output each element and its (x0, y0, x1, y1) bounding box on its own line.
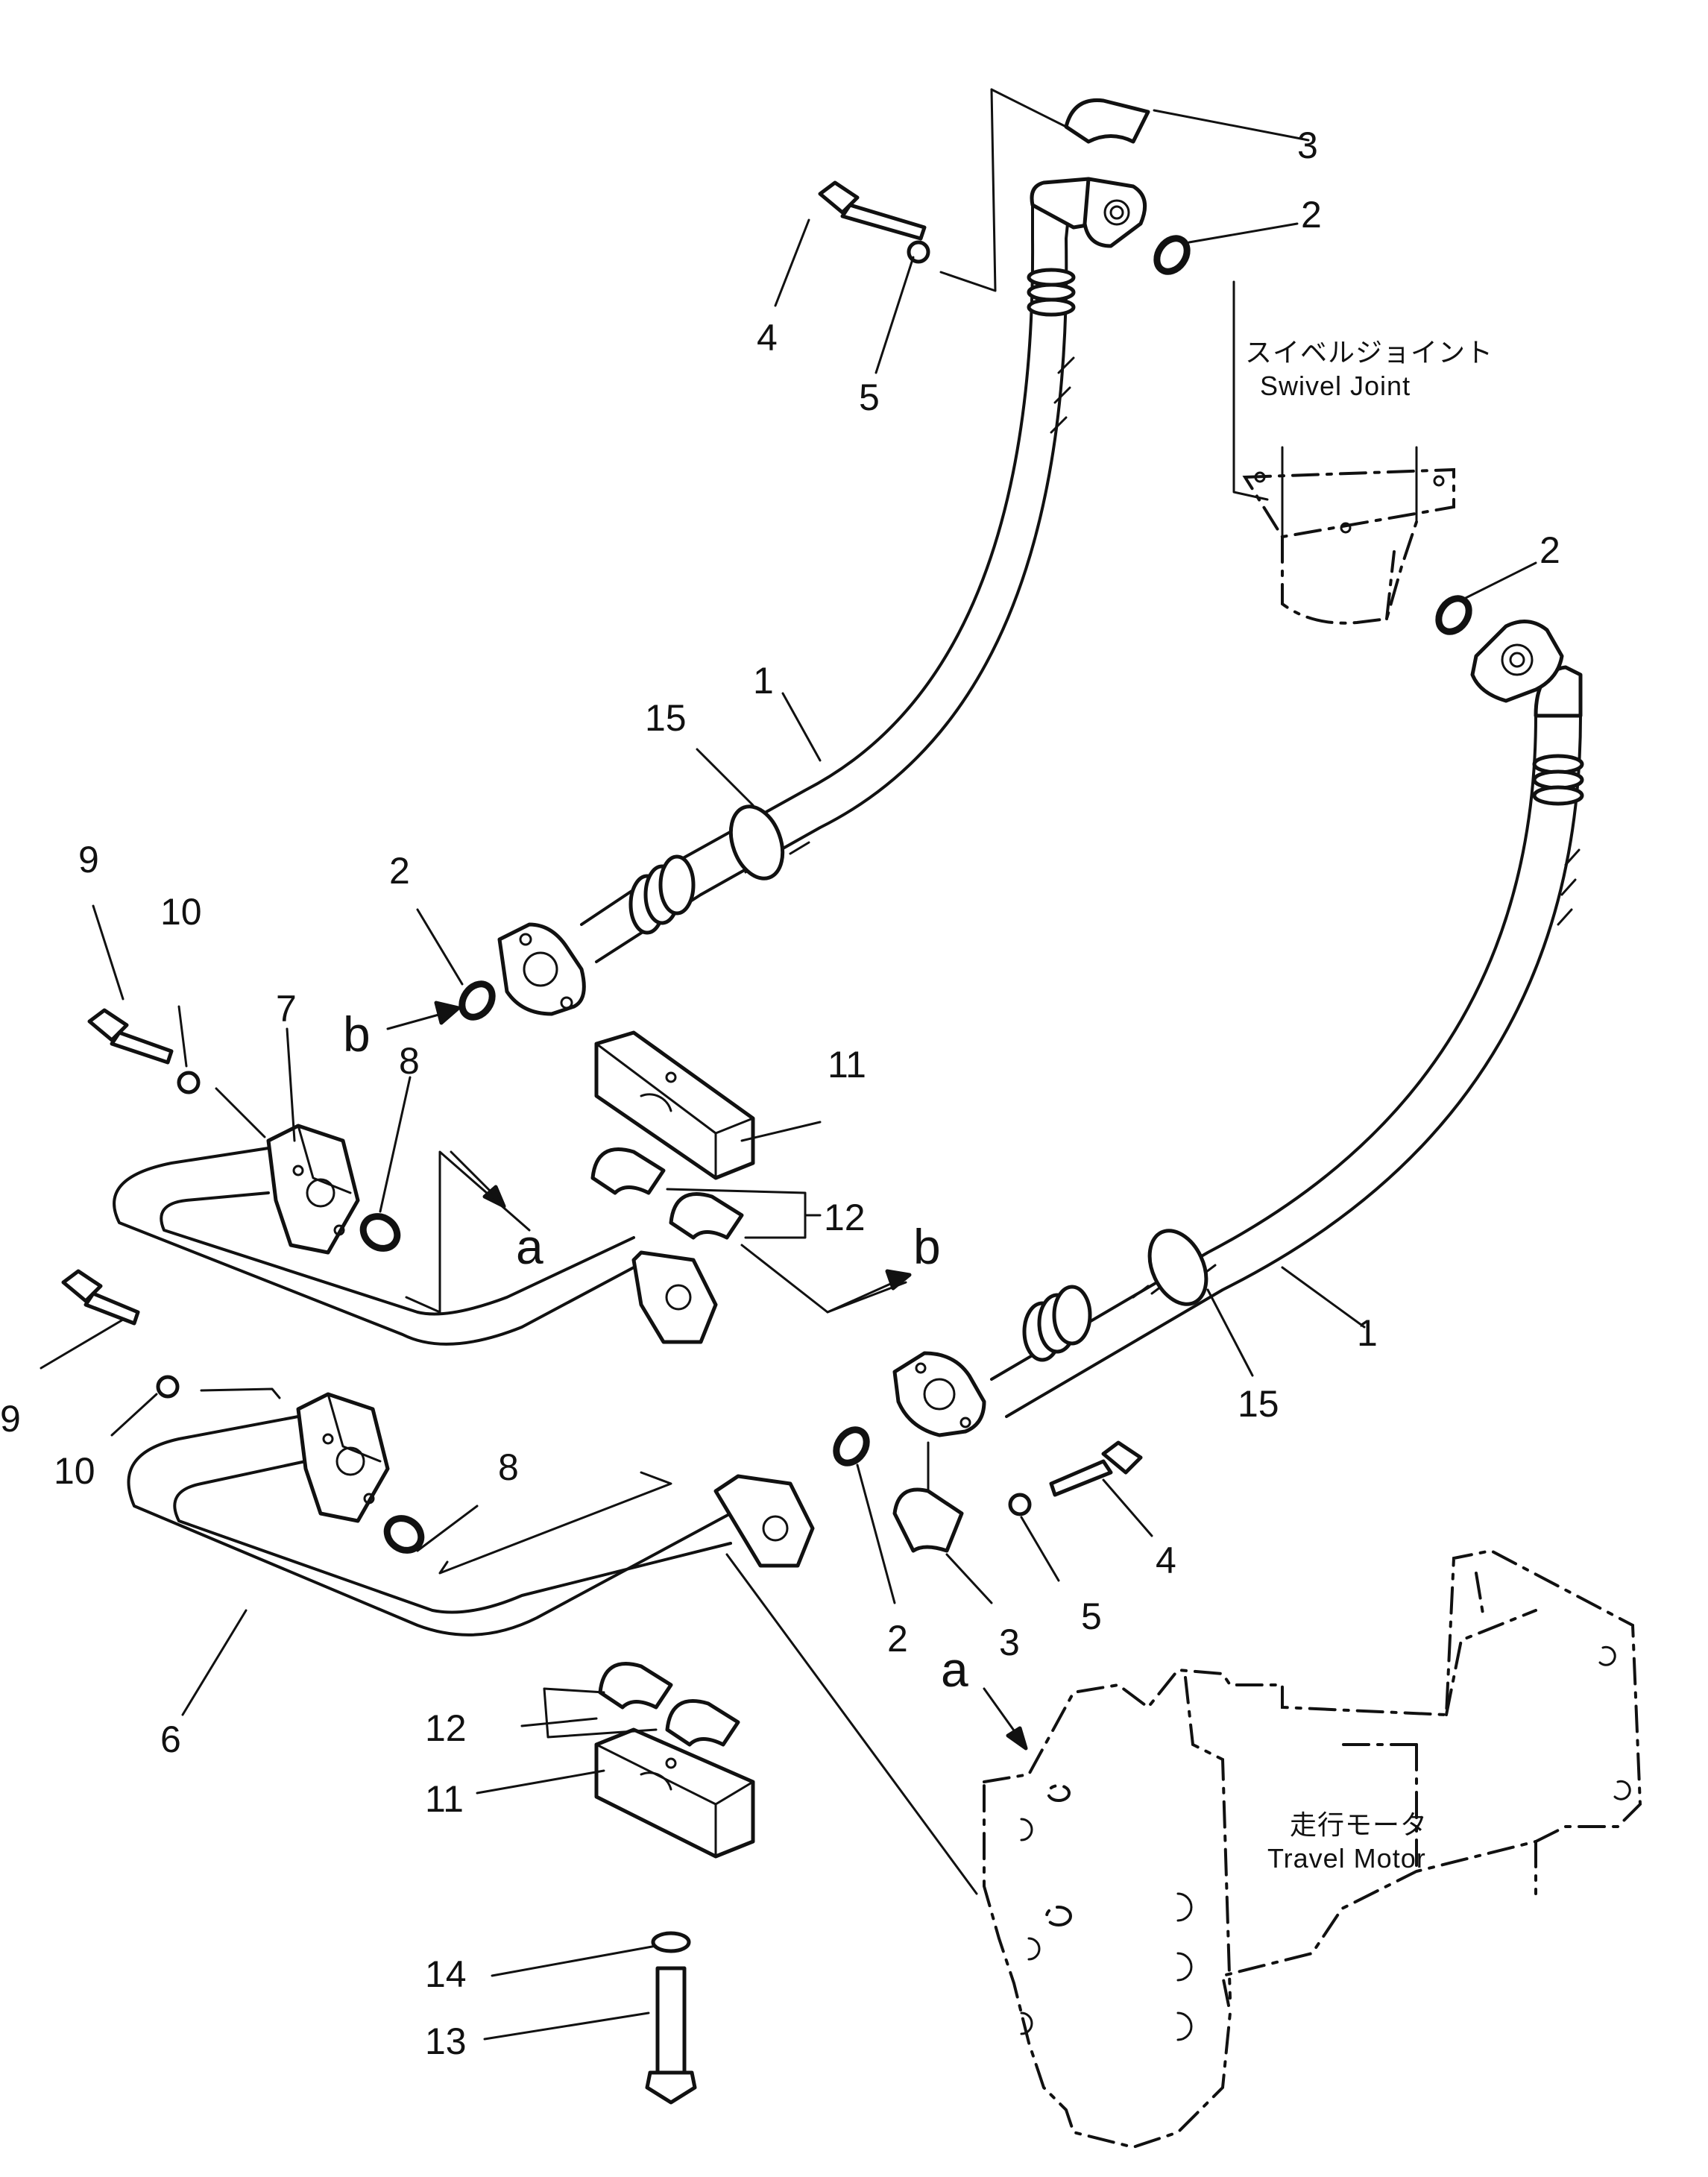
callout-3-top: 3 (1297, 125, 1318, 166)
hose-upper-left (580, 196, 1076, 963)
swivel-joint-label-en: Swivel Joint (1260, 371, 1411, 401)
callout-2-top: 2 (1301, 194, 1322, 236)
callout-9-upper: 9 (78, 839, 99, 880)
bolt-left-lower (61, 1269, 140, 1326)
callout-4-lower: 4 (1156, 1540, 1176, 1581)
callout-15-upper: 15 (645, 697, 687, 739)
o-ring-top (1153, 235, 1191, 275)
washer-left-upper (177, 1071, 201, 1094)
callout-5-top: 5 (859, 377, 880, 418)
bolt-left-upper (87, 1008, 174, 1065)
clamp-half-upper-a (590, 1147, 666, 1195)
arrow-a-motor-head (1006, 1726, 1028, 1751)
callout-11-lower: 11 (425, 1778, 464, 1820)
callout-7: 7 (276, 988, 297, 1030)
callout-5-lower: 5 (1081, 1595, 1102, 1637)
callout-10-lower: 10 (54, 1450, 95, 1492)
elbow-flange-right (1470, 620, 1583, 718)
ref-a-target: a (516, 1219, 543, 1274)
callout-13: 13 (425, 2020, 467, 2062)
o-ring-tube-upper (359, 1213, 401, 1252)
o-ring-swivel (1435, 595, 1472, 635)
hose-lower-right (990, 714, 1584, 1418)
callout-14: 14 (425, 1953, 467, 1995)
clamp-half-lower-a (598, 1662, 673, 1710)
o-ring-upper-hose (458, 980, 496, 1021)
callout-15-lower: 15 (1238, 1383, 1279, 1425)
steel-tube-lower (127, 1392, 815, 1636)
callout-1-lower: 1 (1357, 1312, 1378, 1354)
callout-8-upper: 8 (399, 1040, 420, 1082)
clamp-block-lower (594, 1727, 755, 1859)
bolt-right (1049, 1440, 1143, 1497)
ref-b-source: b (913, 1219, 941, 1274)
callout-12-lower: 12 (425, 1707, 467, 1749)
steel-tube-upper (113, 1124, 718, 1346)
o-ring-tube-lower (383, 1515, 425, 1554)
arrow-b-source-head (885, 1269, 912, 1291)
flange-upper-hose-end (497, 922, 586, 1016)
bolt-vertical (645, 1966, 697, 2105)
callout-8-lower: 8 (498, 1446, 519, 1488)
clamp-half-upper-b (669, 1192, 744, 1240)
travel-motor-label-en: Travel Motor (1267, 1843, 1426, 1874)
clamp-block-upper (594, 1030, 755, 1180)
travel-motor (983, 1549, 1642, 2149)
reference-arrows (386, 1001, 1028, 1751)
o-ring-lower-hose (833, 1426, 870, 1466)
washer-bottom (651, 1931, 691, 1953)
clamp-ring-lower (1147, 1229, 1208, 1306)
ref-b-target: b (343, 1006, 371, 1062)
callout-10-upper: 10 (160, 891, 202, 933)
callout-12-upper: 12 (824, 1197, 866, 1238)
elbow-flange-top (1030, 177, 1147, 248)
washer-left-lower (156, 1375, 180, 1399)
flange-lower-hose-end (892, 1351, 986, 1437)
callout-2-swivel: 2 (1540, 529, 1560, 571)
clamp-half-top (1064, 98, 1150, 144)
clamp-ring-upper (728, 804, 785, 880)
callout-2-upper-hose: 2 (389, 850, 410, 892)
callout-2-lower-hose: 2 (887, 1618, 908, 1660)
travel-motor-label-jp: 走行モータ (1290, 1809, 1428, 1840)
clamp-half-lower-b (665, 1699, 740, 1747)
callout-6: 6 (160, 1718, 181, 1760)
washer-right (1008, 1493, 1032, 1516)
callout-1-upper: 1 (753, 660, 774, 702)
ref-a-motor: a (941, 1642, 968, 1697)
callout-4-top: 4 (757, 317, 778, 359)
callout-11-upper: 11 (828, 1044, 866, 1086)
arrow-a-target-head (482, 1185, 506, 1209)
arrow-b-target-head (434, 1001, 461, 1025)
bolt-top (818, 180, 927, 241)
swivel-joint-label-jp: スイベルジョイント (1245, 337, 1493, 368)
clamp-half-right (892, 1487, 964, 1553)
callout-9-lower: 9 (0, 1398, 21, 1440)
swivel-joint (1242, 446, 1455, 625)
callout-3-lower: 3 (999, 1622, 1020, 1663)
